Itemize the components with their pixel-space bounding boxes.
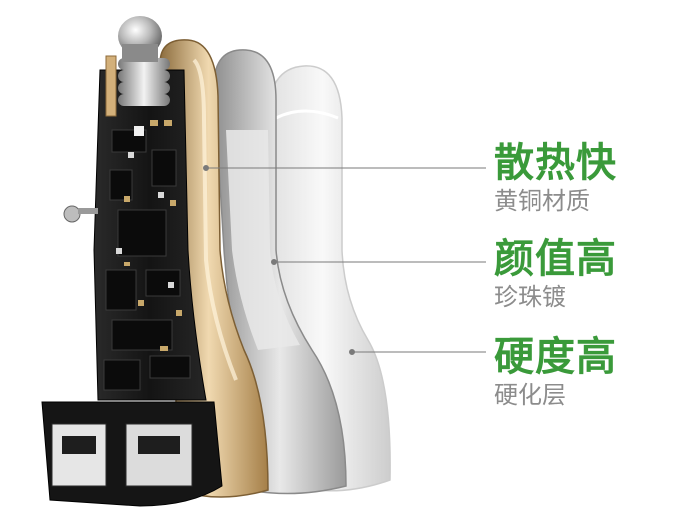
leader-dot-pearl	[271, 259, 277, 265]
hardened-layer-rim	[275, 109, 339, 120]
leader-dot-hardened	[349, 349, 355, 355]
callout-heat-dissipation: 散热快 黄铜材质	[494, 141, 617, 215]
callout-appearance: 颜值高 珍珠镀	[494, 237, 617, 311]
leader-lines	[203, 165, 486, 355]
board-solder-pads	[124, 120, 182, 351]
side-led-pin	[78, 208, 98, 214]
callout-title: 颜值高	[494, 236, 617, 282]
leader-dot-brass	[203, 165, 209, 171]
spring-coil	[118, 58, 170, 106]
callout-subtitle: 黄铜材质	[494, 187, 590, 215]
pearl-plated-inner	[226, 130, 300, 350]
spring-clip	[105, 55, 117, 117]
brass-highlight	[192, 58, 238, 381]
board-components	[103, 129, 191, 391]
usb-port-left-slot	[62, 436, 96, 454]
contact-tip-base	[122, 44, 158, 62]
callout-subtitle: 硬化层	[494, 381, 566, 409]
usb-port-right	[125, 423, 193, 487]
board-silver-parts	[116, 126, 174, 288]
usb-port-left	[51, 423, 107, 487]
side-led	[63, 205, 81, 223]
callout-hardness: 硬度高 硬化层	[494, 335, 617, 409]
callout-subtitle: 珍珠镀	[494, 283, 566, 311]
callout-title: 硬度高	[494, 334, 617, 380]
callout-title: 散热快	[494, 140, 617, 186]
usb-port-right-slot	[138, 436, 180, 454]
